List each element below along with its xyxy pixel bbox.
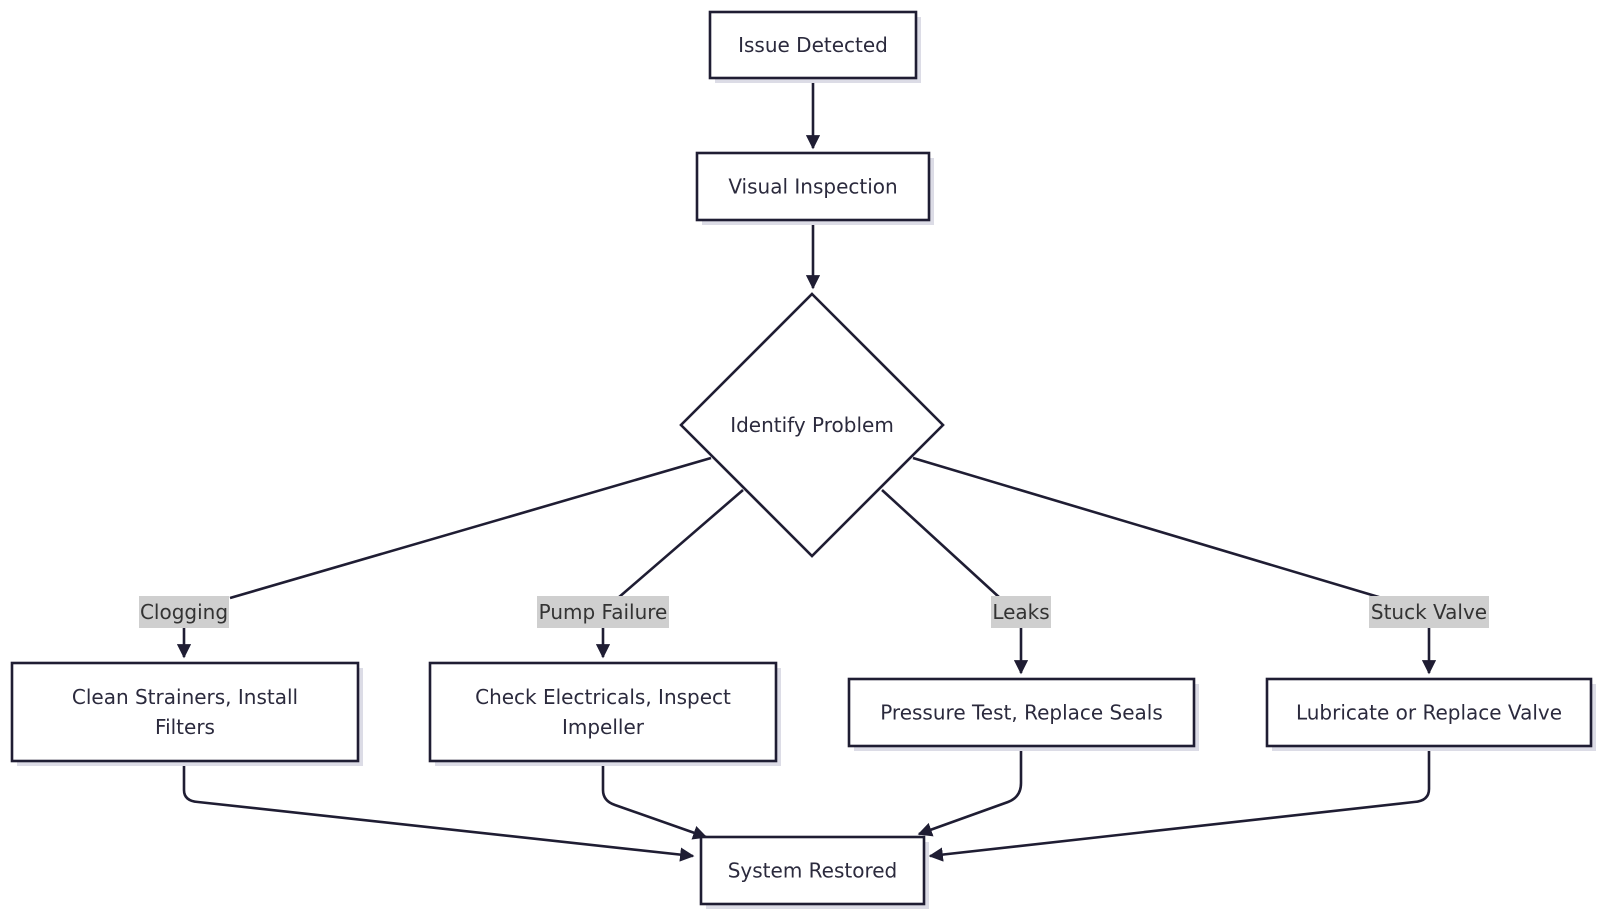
edge-identify-to-pump [617, 489, 744, 599]
node-issue-detected: Issue Detected [708, 10, 921, 83]
edge-check-to-restored [601, 761, 708, 840]
node-box [695, 151, 931, 222]
node-label: Lubricate or Replace Valve [1296, 701, 1562, 725]
decision-diamond [679, 292, 945, 558]
node-box [847, 677, 1196, 748]
node-label: Pressure Test, Replace Seals [880, 701, 1163, 725]
node-label: Clean Strainers, Install [72, 685, 298, 709]
node-label: Identify Problem [730, 413, 894, 437]
node-box [1265, 677, 1593, 748]
edge-label-bg [991, 596, 1051, 628]
node-lubricate-valve: Lubricate or Replace Valve [1265, 677, 1596, 751]
node-visual-inspection: Visual Inspection [695, 151, 934, 225]
edge-identify-to-clogging [229, 456, 712, 600]
edge-label-text: Leaks [992, 600, 1049, 624]
edge-label-text: Clogging [140, 600, 228, 624]
edge-label-bg [1369, 596, 1489, 628]
node-box [708, 10, 918, 80]
edge-label-bg [537, 596, 669, 628]
edge-identify-to-leaks [881, 489, 1001, 599]
edge-label-pump-failure: Pump Failure [537, 596, 669, 628]
node-label: Filters [155, 715, 215, 739]
node-label: System Restored [728, 859, 898, 883]
edge-identify-to-stuck [912, 456, 1383, 600]
edge-label-bg [139, 596, 229, 628]
node-box [428, 661, 778, 763]
node-box [699, 835, 926, 906]
edge-clean-to-restored [182, 761, 695, 862]
node-box [10, 661, 360, 763]
node-label: Issue Detected [738, 33, 888, 57]
node-label: Check Electricals, Inspect [475, 685, 731, 709]
edge-label-text: Stuck Valve [1371, 600, 1487, 624]
edge-label-clogging: Clogging [139, 596, 229, 628]
edge-pressure-to-restored [917, 746, 1023, 837]
node-label: Visual Inspection [728, 175, 897, 199]
edges [176, 78, 1437, 862]
node-label: Impeller [562, 715, 645, 739]
edge-label-leaks: Leaks [991, 596, 1051, 628]
node-system-restored: System Restored [699, 835, 929, 909]
node-pressure-test: Pressure Test, Replace Seals [847, 677, 1199, 751]
edge-label-text: Pump Failure [539, 600, 668, 624]
node-identify-problem: Identify Problem [679, 292, 945, 558]
edge-labels: Clogging Pump Failure Leaks Stuck Valve [139, 596, 1489, 628]
edge-lubricate-to-restored [928, 746, 1431, 862]
edge-label-stuck-valve: Stuck Valve [1369, 596, 1489, 628]
